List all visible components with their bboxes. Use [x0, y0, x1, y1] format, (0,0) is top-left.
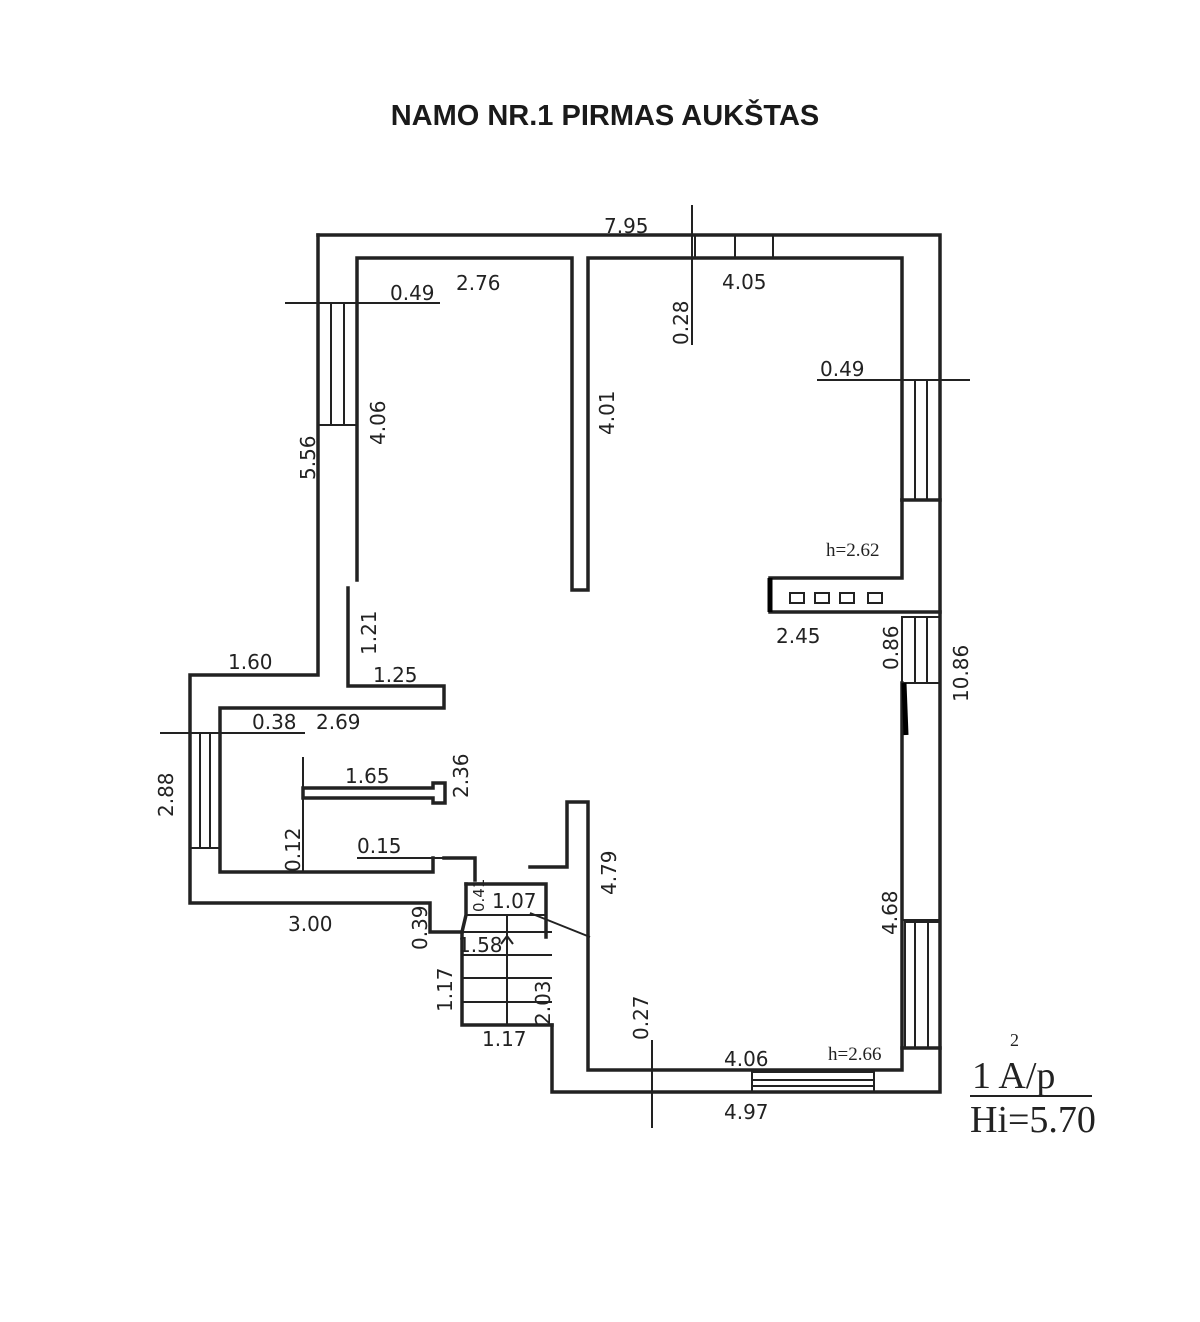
dim-1-17-side: 1.17: [433, 967, 457, 1012]
height-upper: h=2.62: [826, 540, 879, 561]
dim-0-86: 0.86: [879, 625, 903, 670]
dim-0-28: 0.28: [669, 300, 693, 345]
dim-2-36: 2.36: [449, 753, 473, 798]
dim-4-01: 4.01: [595, 390, 619, 435]
dim-1-17-bottom: 1.17: [482, 1027, 527, 1051]
dim-1-60: 1.60: [228, 650, 273, 674]
dim-7-95: 7.95: [604, 214, 649, 238]
dim-10-86: 10.86: [949, 645, 973, 702]
dim-0-41: 0.41: [470, 879, 488, 912]
dim-4-05: 4.05: [722, 270, 767, 294]
dim-1-25: 1.25: [373, 663, 418, 687]
dim-4-68: 4.68: [878, 890, 902, 935]
plan-title: NAMO NR.1 PIRMAS AUKŠTAS: [390, 100, 820, 132]
dim-5-56: 5.56: [296, 435, 320, 480]
dim-1-65: 1.65: [345, 764, 390, 788]
dimension-lines: [160, 205, 970, 1128]
dim-1-07: 1.07: [492, 889, 537, 913]
dim-4-79: 4.79: [597, 850, 621, 895]
dim-1-58: 1.58: [458, 933, 503, 957]
dim-0-49-left: 0.49: [390, 281, 435, 305]
dim-3-00: 3.00: [288, 912, 333, 936]
dim-0-38: 0.38: [252, 710, 297, 734]
dim-0-39: 0.39: [408, 905, 432, 950]
dim-4-06-left: 4.06: [366, 400, 390, 445]
legend-superscript: 2: [1010, 1030, 1019, 1050]
dim-2-03: 2.03: [531, 980, 555, 1025]
legend-area-unit: 1 A/p: [972, 1055, 1055, 1097]
height-lower: h=2.66: [828, 1044, 881, 1065]
dim-1-21: 1.21: [357, 610, 381, 655]
dim-4-97: 4.97: [724, 1100, 769, 1124]
legend-height: Hi=5.70: [970, 1099, 1096, 1141]
dim-0-15: 0.15: [357, 834, 402, 858]
walls: [188, 233, 942, 1094]
dim-0-49-right: 0.49: [820, 357, 865, 381]
dim-2-69: 2.69: [316, 710, 361, 734]
dim-2-45: 2.45: [776, 624, 821, 648]
dim-4-06-bottom: 4.06: [724, 1047, 769, 1071]
dimension-labels: 7.95 4.05 2.76 0.49 0.49 0.28 4.06 5.56 …: [154, 214, 973, 1124]
dim-2-76: 2.76: [456, 271, 501, 295]
dim-0-12: 0.12: [281, 827, 305, 872]
dim-0-27: 0.27: [629, 995, 653, 1040]
dim-2-88: 2.88: [154, 772, 178, 817]
legend: 2 1 A/p Hi=5.70: [970, 1030, 1096, 1141]
